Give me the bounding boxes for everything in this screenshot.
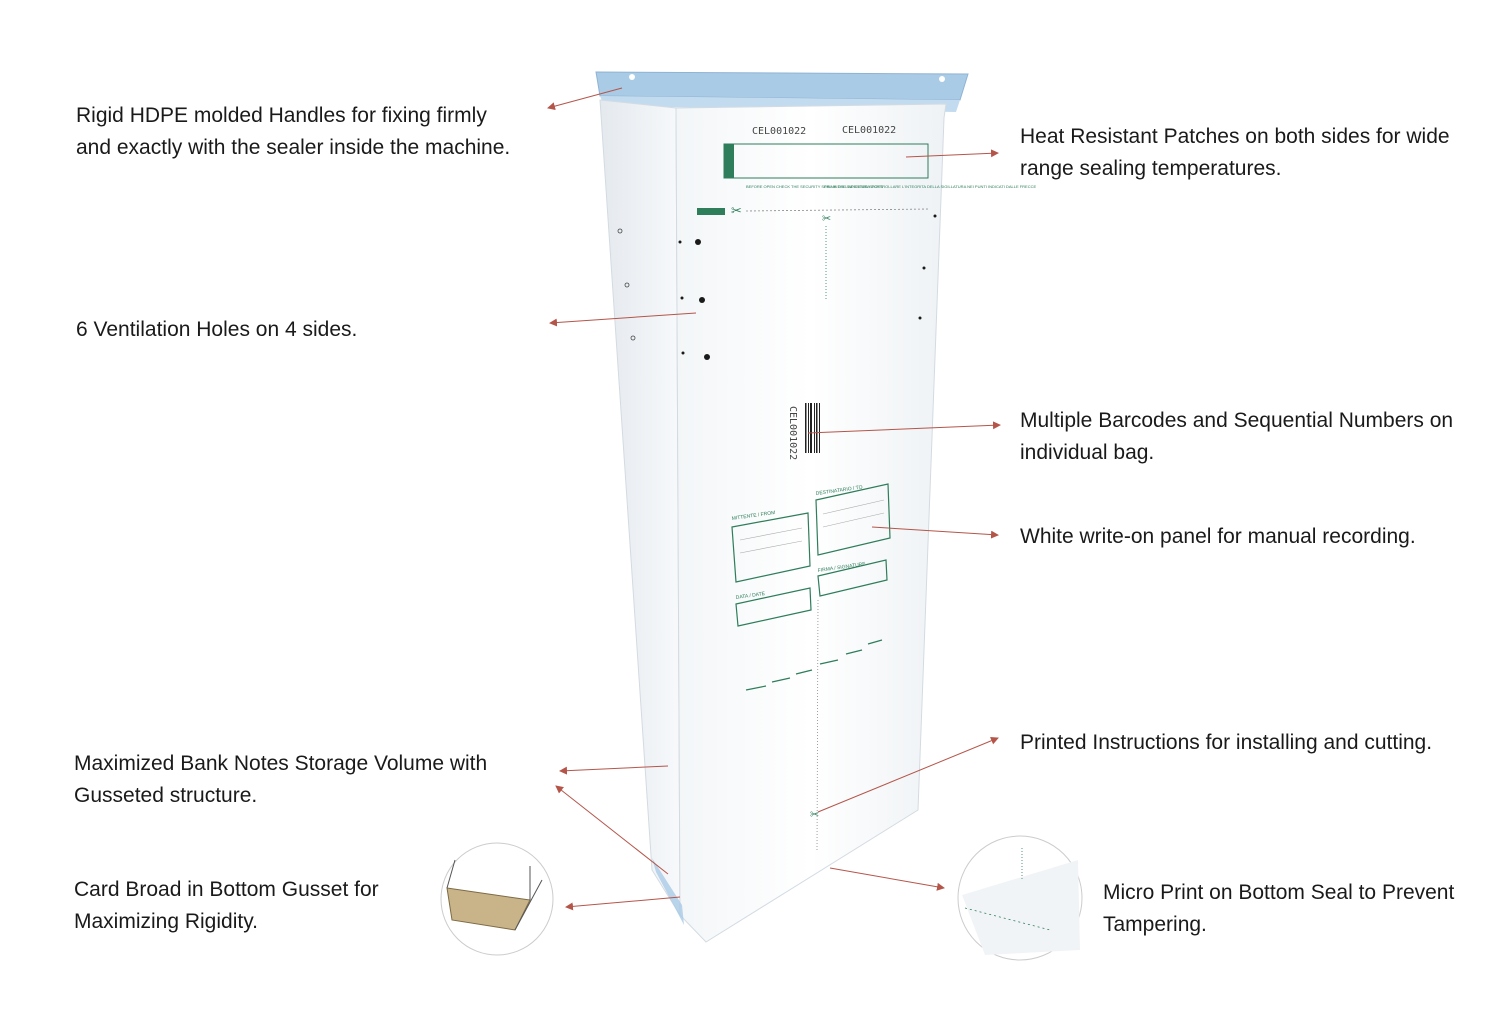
callout-microprint: Micro Print on Bottom Seal to Prevent Ta… <box>1103 877 1454 941</box>
callout-microprint-line-2: Tampering. <box>1103 913 1207 936</box>
barcode: CEL001022 <box>787 403 820 460</box>
arrow-panel <box>871 526 999 539</box>
callout-ventilation-line-1: 6 Ventilation Holes on 4 sides. <box>76 318 358 341</box>
callout-storage: Maximized Bank Notes Storage Volume with… <box>74 748 487 812</box>
callout-storage-line-1: Maximized Bank Notes Storage Volume with <box>74 752 488 775</box>
inset-micro-print <box>957 835 1083 961</box>
arrow-handles <box>547 87 623 111</box>
callout-instructions: Printed Instructions for installing and … <box>1020 727 1432 759</box>
serial-number-right: CEL001022 <box>842 125 896 136</box>
scissors-icon: ✂ <box>731 204 742 219</box>
notice-left: BEFORE OPEN CHECK THE SECURITY SEAL IN T… <box>746 184 883 189</box>
callout-card-line-2: Maximizing Rigidity. <box>74 910 258 933</box>
form-date-label: DATA / DATE <box>735 591 766 601</box>
callout-handles-line-1: Rigid HDPE molded Handles for fixing fir… <box>76 104 487 127</box>
callout-panel-line-1: White write-on panel for manual recordin… <box>1020 525 1416 548</box>
callout-card-line-1: Card Broad in Bottom Gusset for <box>74 878 379 901</box>
callout-patches-line-2: range sealing temperatures. <box>1020 157 1282 180</box>
callout-panel: White write-on panel for manual recordin… <box>1020 521 1416 553</box>
arrow-barcodes <box>807 421 1001 434</box>
leader-arrows <box>547 87 1001 911</box>
scissors-icon: ✂ <box>822 212 831 225</box>
callout-barcodes-line-1: Multiple Barcodes and Sequential Numbers… <box>1020 409 1454 432</box>
inset-card-board <box>440 842 554 956</box>
scissors-icon: ✂ <box>810 808 819 821</box>
callout-microprint-line-1: Micro Print on Bottom Seal to Prevent <box>1103 881 1455 904</box>
heat-patch <box>723 143 929 179</box>
bag-side-gusset <box>599 99 681 917</box>
callout-patches-line-1: Heat Resistant Patches on both sides for… <box>1020 125 1450 148</box>
callout-barcodes-line-2: individual bag. <box>1020 441 1155 464</box>
ventilation-holes <box>617 214 937 360</box>
callout-barcodes: Multiple Barcodes and Sequential Numbers… <box>1020 405 1453 469</box>
arrow-ventilation <box>549 312 697 327</box>
arrow-storage <box>559 765 669 775</box>
arrow-microprint <box>829 867 945 891</box>
callout-instructions-line-1: Printed Instructions for installing and … <box>1020 731 1433 754</box>
arrow-card <box>565 896 681 911</box>
callout-card: Card Broad in Bottom Gusset for Maximizi… <box>74 874 379 938</box>
serial-vertical: CEL001022 <box>787 406 798 460</box>
callout-patches: Heat Resistant Patches on both sides for… <box>1020 121 1450 185</box>
bottom-gusset-trim <box>652 858 684 925</box>
serial-number-left: CEL001022 <box>752 126 806 137</box>
callout-handles-line-2: and exactly with the sealer inside the m… <box>76 136 511 159</box>
callout-storage-line-2: Gusseted structure. <box>74 784 258 807</box>
callout-ventilation: 6 Ventilation Holes on 4 sides. <box>76 314 357 346</box>
callout-handles: Rigid HDPE molded Handles for fixing fir… <box>76 100 510 164</box>
cut-line: ✂ ✂ <box>697 204 931 300</box>
notice-right: PRIMA DELL'APERTURA CONTROLLARE L'INTEGR… <box>824 184 1037 189</box>
arrow-patches <box>905 149 999 158</box>
arrow-gusset <box>555 785 669 875</box>
arrow-instructions <box>817 736 999 813</box>
instruction-marks <box>745 639 883 691</box>
